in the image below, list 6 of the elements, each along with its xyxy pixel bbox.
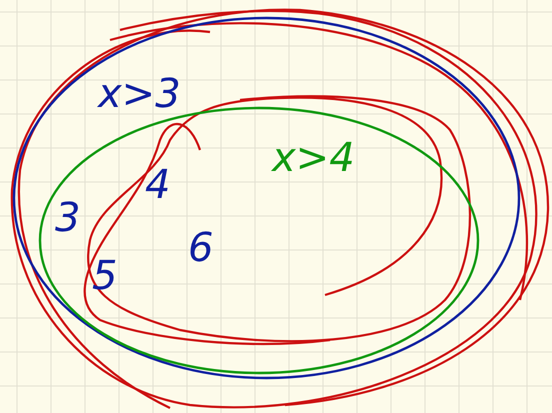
element-number: 4	[145, 165, 170, 205]
element-number: 6	[188, 228, 214, 268]
element-number: 5	[92, 256, 118, 296]
set-label: x>3	[98, 74, 181, 114]
set-label: x>4	[272, 138, 355, 178]
element-number: 3	[55, 198, 80, 238]
